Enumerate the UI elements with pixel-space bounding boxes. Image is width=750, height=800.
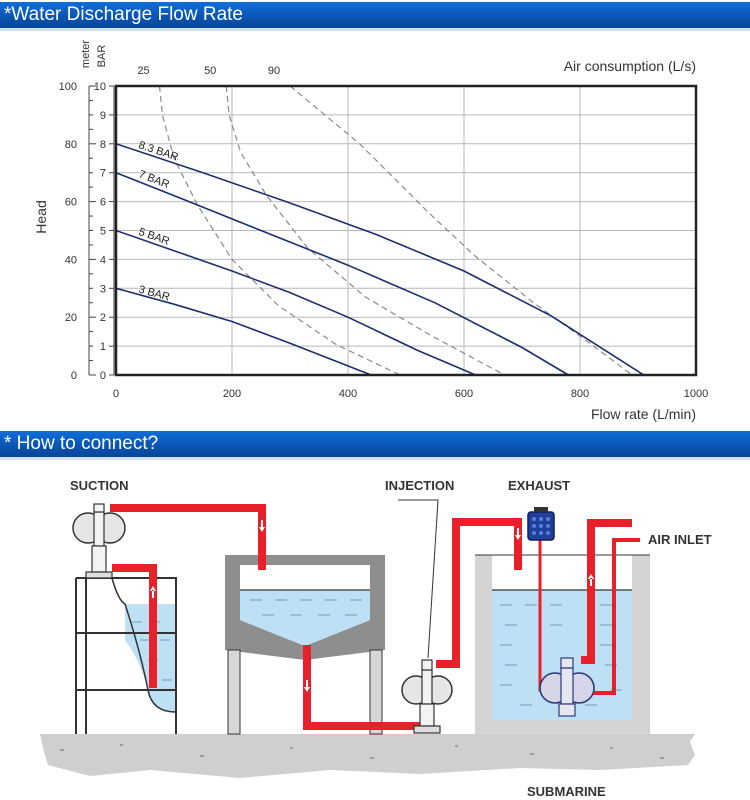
air-curve-50 bbox=[225, 85, 505, 376]
air-curve-label: 25 bbox=[137, 65, 149, 77]
x-axis-label: Flow rate (L/min) bbox=[591, 406, 696, 422]
series-line-0 bbox=[115, 143, 645, 376]
flow-arrows bbox=[150, 520, 594, 692]
bar-unit-label: BAR bbox=[96, 45, 108, 68]
air-curve-label: 90 bbox=[268, 65, 280, 77]
meter-tick-label: 20 bbox=[65, 312, 77, 324]
air-inlet-pipe bbox=[581, 519, 632, 664]
series-line-2 bbox=[115, 229, 476, 376]
air-consumption-curves: 25 50 90 bbox=[137, 65, 633, 376]
bar-tick-label: 9 bbox=[100, 110, 106, 122]
air-consumption-label: Air consumption (L/s) bbox=[564, 58, 696, 74]
bar-tick-label: 2 bbox=[100, 312, 106, 324]
submarine-label: SUBMARINE bbox=[527, 784, 606, 799]
bar-tick-label: 4 bbox=[100, 254, 106, 266]
y-axis-label: Head bbox=[33, 200, 49, 233]
injection-label: INJECTION bbox=[385, 478, 454, 493]
ground bbox=[40, 734, 695, 778]
x-tick-label: 1000 bbox=[684, 388, 708, 400]
meter-tick-label: 0 bbox=[71, 370, 77, 382]
drain-pipe bbox=[303, 645, 420, 730]
x-tick-label: 600 bbox=[455, 388, 473, 400]
bar-tick-label: 10 bbox=[94, 81, 106, 93]
suction-label: SUCTION bbox=[70, 478, 129, 493]
meter-unit-label: meter bbox=[80, 40, 92, 68]
x-tick-label: 200 bbox=[223, 388, 241, 400]
injection-pump-icon bbox=[401, 659, 453, 734]
bar-tick-label: 5 bbox=[100, 226, 106, 238]
x-tick-label: 0 bbox=[113, 388, 119, 400]
ground-texture bbox=[60, 744, 664, 759]
x-tick-label: 800 bbox=[571, 388, 589, 400]
meter-tick-label: 40 bbox=[65, 254, 77, 266]
air-inlet-line bbox=[585, 538, 640, 695]
air-inlet-label: AIR INLET bbox=[648, 532, 712, 547]
exhaust-label: EXHAUST bbox=[508, 478, 570, 493]
connect-section-title: * How to connect? bbox=[4, 433, 159, 454]
bar-tick-label: 3 bbox=[100, 283, 106, 295]
meter-tick-label: 60 bbox=[65, 197, 77, 209]
series-label: 3 BAR bbox=[137, 284, 171, 304]
series-line-1 bbox=[115, 171, 569, 376]
bar-tick-label: 6 bbox=[100, 197, 106, 209]
bar-tick-label: 0 bbox=[100, 370, 106, 382]
submarine-pump-icon bbox=[539, 657, 595, 717]
bar-tick-label: 8 bbox=[100, 139, 106, 151]
bar-tick-label: 1 bbox=[100, 341, 106, 353]
air-curve-90 bbox=[289, 85, 633, 376]
flow-rate-section-title: *Water Discharge Flow Rate bbox=[4, 4, 243, 25]
suction-pipe bbox=[110, 504, 266, 570]
meter-tick-label: 80 bbox=[65, 139, 77, 151]
bar-tick-label: 7 bbox=[100, 168, 106, 180]
connection-diagram: SUCTION INJECTION EXHAUST AIR INLET SUBM… bbox=[0, 460, 750, 800]
x-tick-label: 400 bbox=[339, 388, 357, 400]
air-curve-25 bbox=[158, 85, 401, 376]
injection-pointer bbox=[398, 499, 439, 659]
series-label: 8.3 BAR bbox=[137, 139, 180, 163]
connect-section-banner: * How to connect? bbox=[0, 431, 750, 460]
meter-tick-label: 100 bbox=[59, 81, 77, 93]
flow-rate-section-banner: *Water Discharge Flow Rate bbox=[0, 2, 750, 31]
series-line-3 bbox=[115, 287, 372, 376]
plot-frame bbox=[114, 84, 698, 377]
suction-pump-icon bbox=[72, 503, 126, 579]
exhaust-muffler-icon bbox=[527, 507, 555, 541]
suction-riser-pipe bbox=[112, 564, 157, 688]
air-curve-label: 50 bbox=[204, 65, 216, 77]
chart-grid bbox=[116, 86, 696, 375]
middle-tank bbox=[225, 555, 385, 735]
